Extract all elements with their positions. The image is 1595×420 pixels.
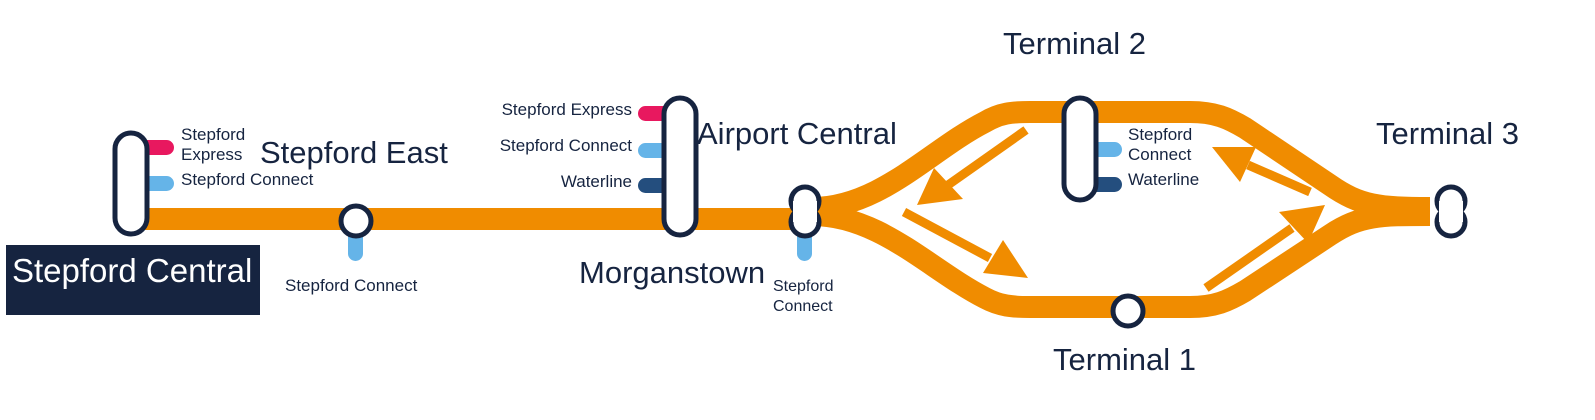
connection-label-express-line2: Express <box>181 145 242 164</box>
station-name[interactable]: Terminal 1 <box>1053 342 1196 377</box>
node-join <box>1439 201 1463 222</box>
station-terminal-3[interactable]: Terminal 3 <box>1376 116 1519 239</box>
connection-label-waterline: Waterline <box>561 172 632 191</box>
connection-label-connect: Stepford Connect <box>500 136 633 155</box>
connection-label-waterline: Waterline <box>1128 170 1199 189</box>
station-node[interactable] <box>1110 293 1146 329</box>
arrow-up-left-icon <box>1212 147 1312 197</box>
connection-label-connect-line1: Stepford <box>773 278 833 295</box>
connection-label-connect-line1: Stepford <box>1128 125 1192 144</box>
station-stepford-east[interactable]: Stepford East Stepford Connect <box>260 135 448 295</box>
connection-label-express: Stepford Express <box>502 100 632 119</box>
node-join <box>793 201 817 222</box>
loop-direction-arrows <box>901 126 1325 292</box>
station-name[interactable]: Stepford East <box>260 135 448 170</box>
station-node[interactable] <box>338 203 374 239</box>
station-name[interactable]: Terminal 3 <box>1376 116 1519 151</box>
station-terminal-1[interactable]: Terminal 1 <box>1053 293 1196 377</box>
arrow-down-left-icon <box>917 126 1029 205</box>
station-name[interactable]: Airport Central <box>697 116 897 151</box>
connection-label-express-line1: Stepford <box>181 125 245 144</box>
arrow-down-right-icon <box>901 208 1028 278</box>
station-name[interactable]: Morganstown <box>579 255 765 290</box>
station-node[interactable] <box>661 95 699 238</box>
station-name[interactable]: Terminal 2 <box>1003 26 1146 61</box>
loop-lower-track <box>811 204 1431 318</box>
station-name[interactable]: Stepford Central <box>12 252 252 289</box>
selected-station-label-bg <box>6 245 260 315</box>
station-node[interactable] <box>112 130 150 237</box>
station-airport-central[interactable]: Airport Central Stepford Connect <box>697 116 897 315</box>
arrow-up-right-icon <box>1203 205 1325 292</box>
station-morganstown[interactable]: Stepford Express Stepford Connect Waterl… <box>500 95 765 290</box>
station-terminal-2[interactable]: Terminal 2 Stepford Connect Waterline <box>1003 26 1199 203</box>
connection-label-connect: Stepford Connect <box>181 170 314 189</box>
station-stepford-central[interactable]: Stepford Express Stepford Connect Stepfo… <box>6 125 314 315</box>
station-node[interactable] <box>1061 95 1099 203</box>
connection-label-connect: Stepford Connect <box>285 276 418 295</box>
connection-label-connect-line2: Connect <box>1128 145 1192 164</box>
loop-upper-track <box>811 101 1431 219</box>
route-track <box>130 101 1431 318</box>
connection-label-connect-line2: Connect <box>773 298 833 315</box>
